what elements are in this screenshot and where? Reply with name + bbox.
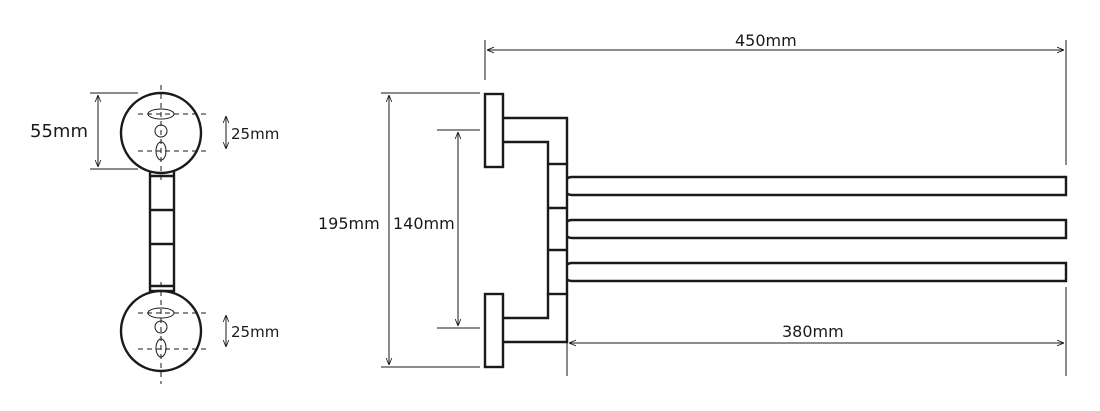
dim-450mm: 450mm <box>484 31 1067 165</box>
dim-55mm: 55mm <box>30 92 138 170</box>
dim-195mm-label: 195mm <box>318 214 380 233</box>
front-view: 55mm 25mm 25mm <box>30 85 279 384</box>
bottom-bracket <box>503 294 569 344</box>
top-rosette <box>119 85 210 180</box>
dim-25mm-top: 25mm <box>226 116 279 149</box>
dim-25mm-top-label: 25mm <box>231 125 279 143</box>
dim-55mm-label: 55mm <box>30 121 88 142</box>
top-wall-plate <box>483 92 505 169</box>
top-bracket <box>503 116 569 164</box>
dim-195mm: 195mm <box>318 92 480 368</box>
front-column <box>148 168 176 293</box>
dim-450mm-label: 450mm <box>735 31 797 50</box>
dim-25mm-bottom-label: 25mm <box>231 323 279 341</box>
bottom-rosette <box>119 282 210 384</box>
bottom-wall-plate <box>483 292 505 369</box>
dim-380mm: 380mm <box>566 287 1067 376</box>
dim-380mm-label: 380mm <box>782 322 844 341</box>
dim-25mm-bottom: 25mm <box>226 315 279 347</box>
arm-hub <box>546 162 569 296</box>
dim-140mm: 140mm <box>393 129 480 329</box>
dim-140mm-label: 140mm <box>393 214 455 233</box>
side-view: 450mm 195mm 140mm 380mm <box>318 31 1068 376</box>
towel-arms <box>561 175 1068 283</box>
